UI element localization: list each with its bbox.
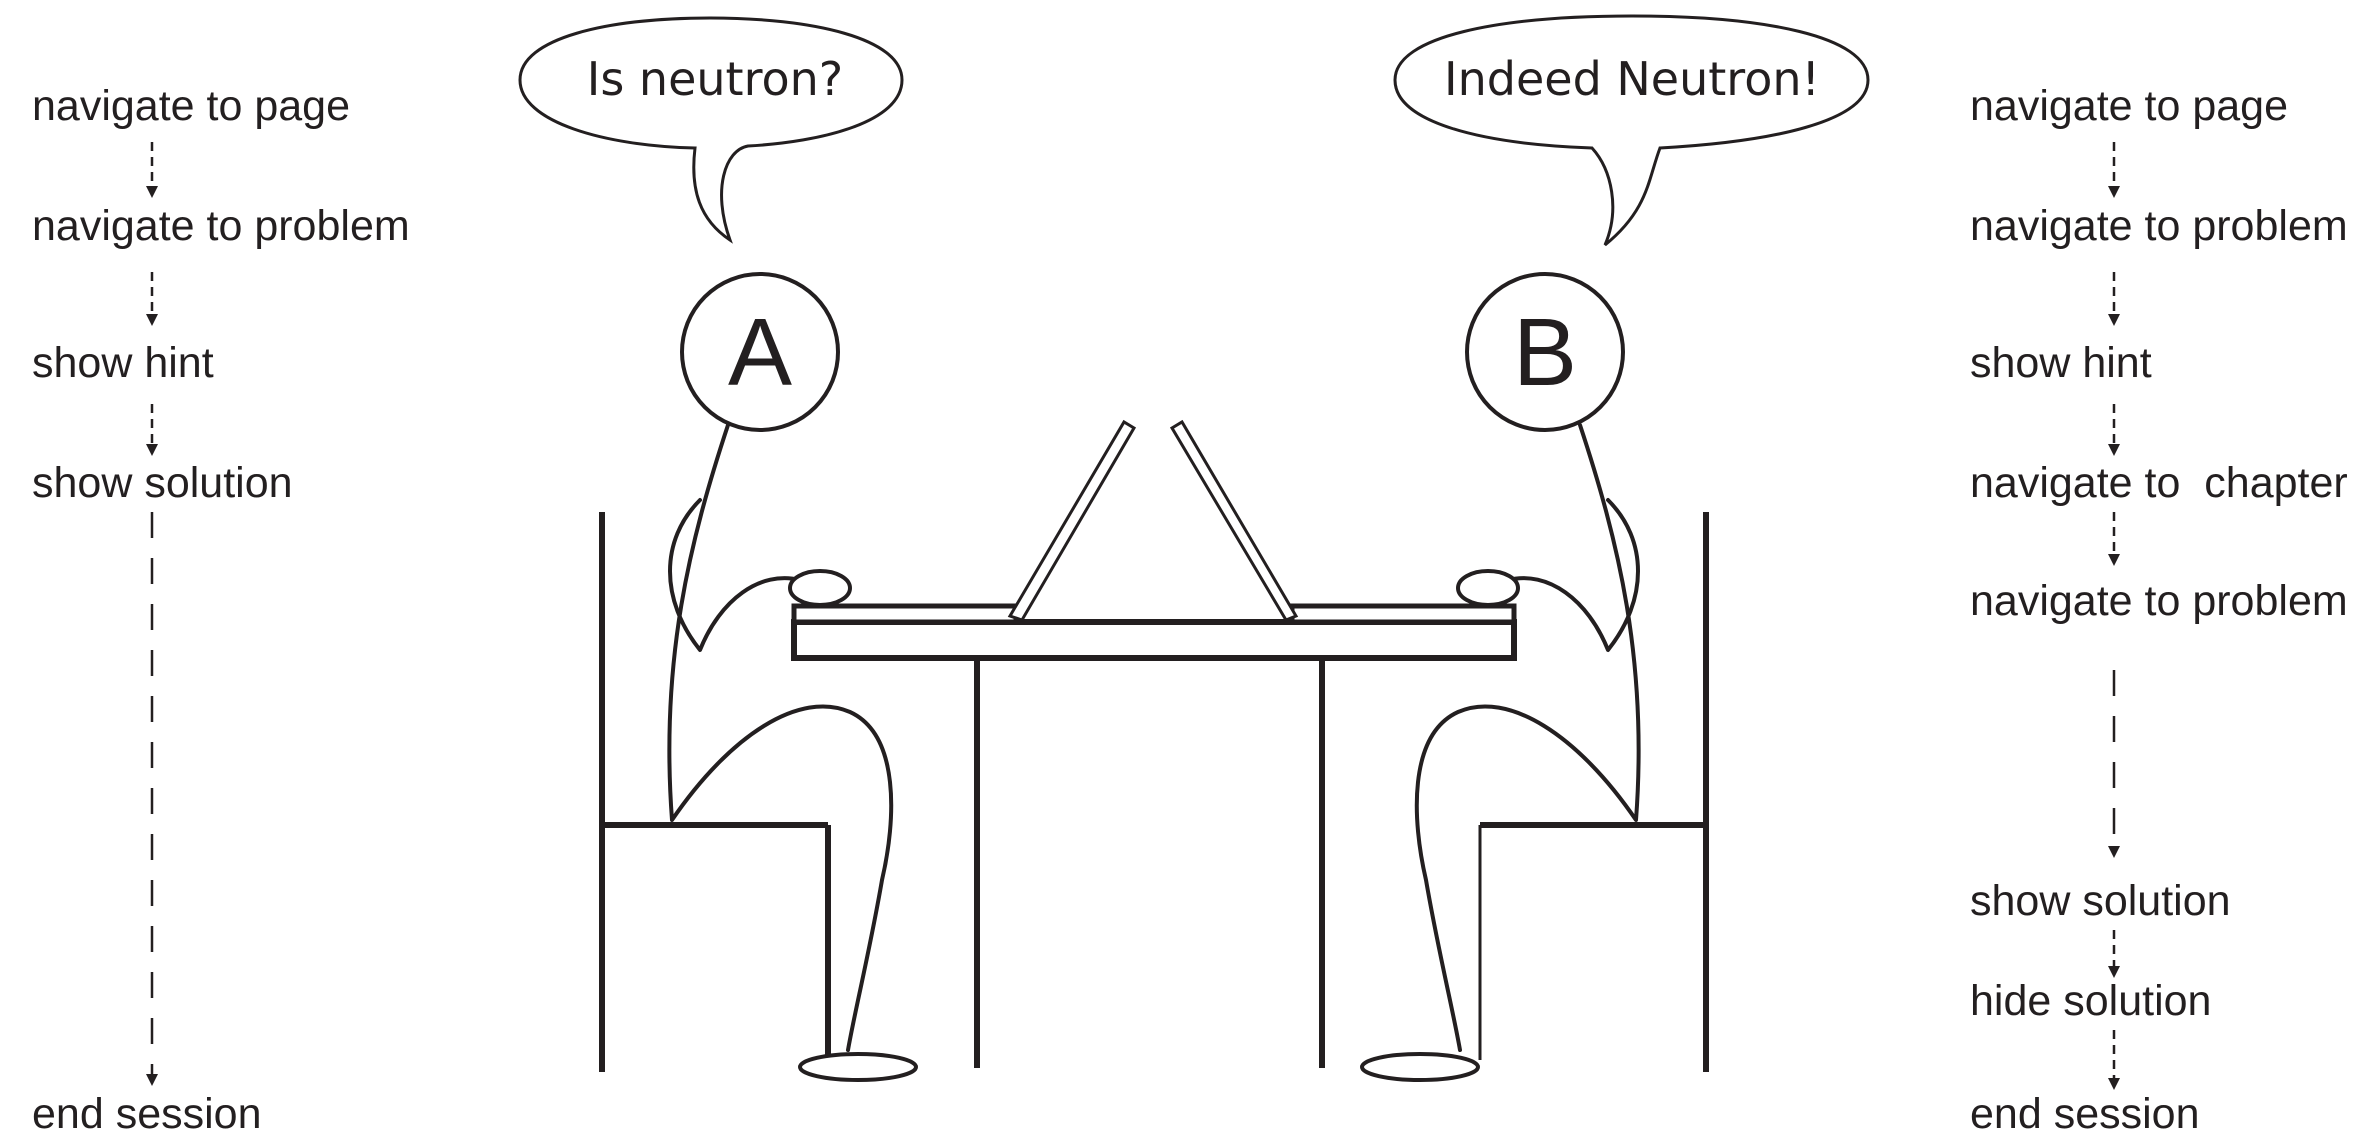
table	[791, 619, 1517, 1068]
speech-bubble-a-shape	[518, 16, 904, 244]
chair-left	[599, 512, 831, 1072]
person-b-label: B	[1513, 299, 1577, 406]
right-step-7: hide solution	[1970, 977, 2211, 1025]
left-step-3: show hint	[32, 339, 214, 387]
person-a-label: A	[728, 299, 792, 406]
right-step-6: show solution	[1970, 877, 2231, 925]
right-step-3: show hint	[1970, 339, 2152, 387]
speech-text-b: Indeed Neutron!	[1444, 52, 1820, 106]
left-step-5: end session	[32, 1090, 262, 1134]
right-step-5: navigate to problem	[1970, 577, 2348, 625]
head-a-circle	[680, 272, 840, 432]
speech-bubble-a: Is neutron?	[518, 16, 904, 244]
laptop-a	[791, 419, 1137, 625]
head-a: A	[680, 272, 840, 432]
right-step-1: navigate to page	[1970, 82, 2288, 130]
right-step-2: navigate to problem	[1970, 202, 2348, 250]
left-sequence: navigate to page navigate to problem sho…	[32, 82, 410, 1138]
speech-text-a: Is neutron?	[587, 52, 843, 106]
left-step-2: navigate to problem	[32, 202, 410, 250]
chair-right	[1478, 512, 1709, 1072]
speech-bubble-b-shape	[1393, 14, 1870, 247]
person-b	[1360, 423, 1641, 1082]
left-step-1: navigate to page	[32, 82, 350, 130]
head-b: B	[1465, 272, 1625, 432]
right-sequence: navigate to page navigate to problem sho…	[1970, 82, 2348, 1138]
left-step-4: show solution	[32, 459, 293, 507]
laptop-b	[1169, 419, 1517, 625]
right-step-4: navigate to chapter	[1970, 459, 2348, 507]
head-b-circle	[1465, 272, 1625, 432]
speech-bubble-b: Indeed Neutron!	[1393, 14, 1870, 247]
person-a	[667, 423, 918, 1082]
right-step-8: end session	[1970, 1090, 2200, 1134]
